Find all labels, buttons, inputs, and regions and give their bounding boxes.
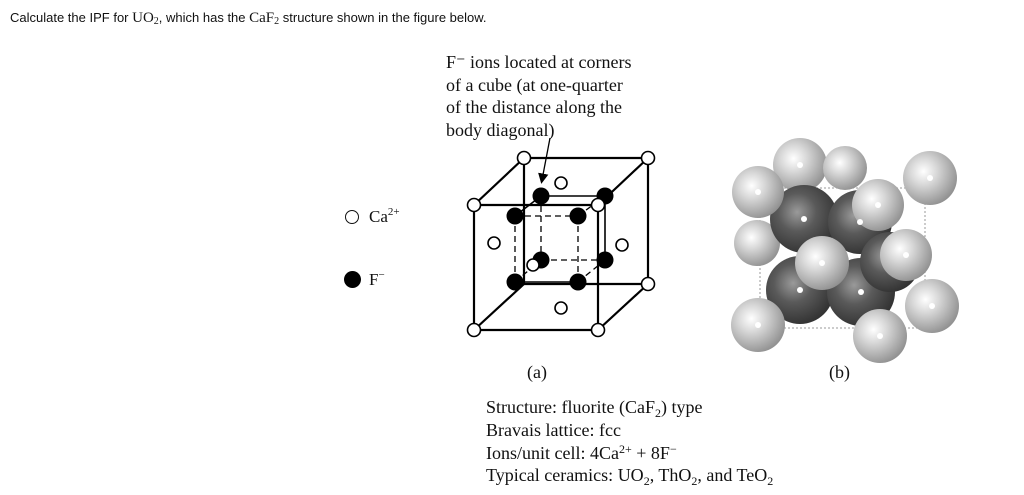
annotation-line-1: F⁻ ions located at corners — [446, 52, 632, 72]
bravais-line: Bravais lattice: fcc — [486, 419, 621, 440]
question-text: Calculate the IPF for UO2, which has the… — [10, 10, 487, 27]
figure-annotation: F⁻ ions located at corners of a cube (at… — [446, 51, 631, 141]
annotation-arrow — [538, 137, 551, 184]
ca-ions — [466, 150, 656, 338]
structure-info: Structure: fluorite (CaF2) type Bravais … — [486, 396, 773, 487]
annotation-line-3: of the distance along the — [446, 97, 622, 117]
f-ions — [506, 187, 614, 291]
legend-ca: Ca2+ — [344, 206, 400, 227]
open-circle-icon — [345, 209, 359, 224]
caf2-formula: CaF2 — [249, 10, 280, 27]
filled-circle-icon — [344, 271, 361, 288]
highlight-dots — [755, 162, 935, 339]
structure-line: Structure: fluorite (CaF2) type — [486, 397, 703, 420]
legend-f: F− — [344, 269, 385, 290]
ions-line: Ions/unit cell: 4Ca2+ + 8F− — [486, 441, 677, 463]
uo2-formula: UO2 — [132, 10, 159, 27]
annotation-line-4: body diagonal) — [446, 119, 555, 140]
annotation-line-2: of a cube (at one-quarter — [446, 74, 623, 95]
ceramics-line: Typical ceramics: UO2, ThO2, and TeO2 — [486, 465, 774, 489]
caption-b: (b) — [829, 362, 850, 382]
caption-a: (a) — [527, 362, 547, 382]
